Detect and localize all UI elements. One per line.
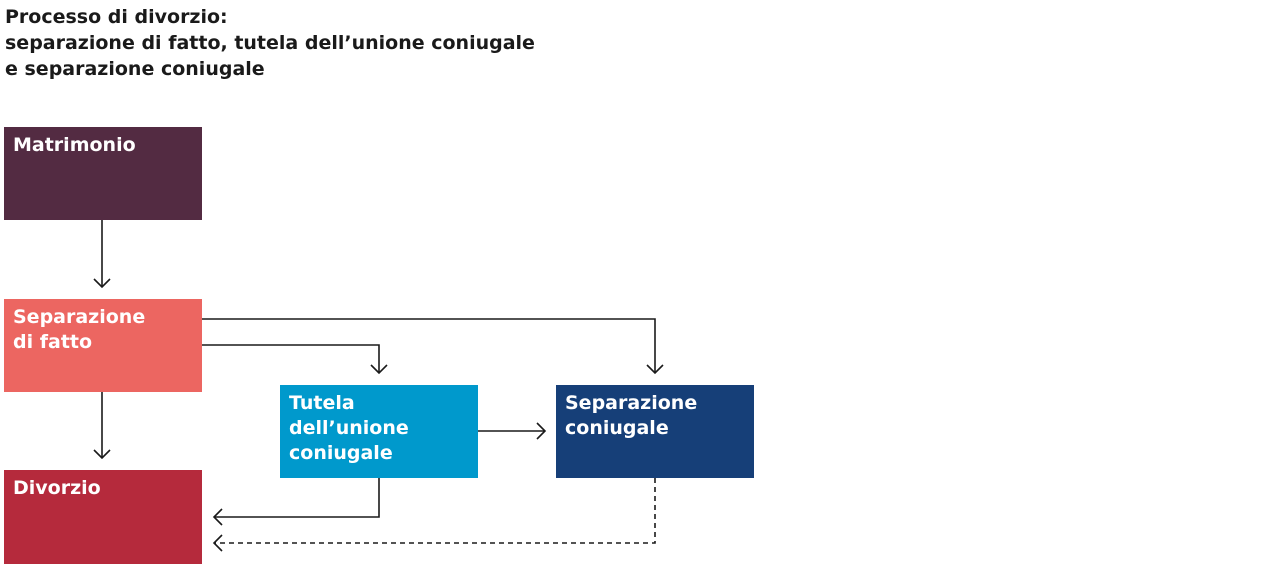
arrowhead-separazione-di-fatto-to-divorzio <box>93 449 111 460</box>
diagram-title: Processo di divorzio: separazione di fat… <box>5 4 535 82</box>
arrowhead-separazione-coniugale-to-divorzio <box>212 534 223 552</box>
title-line-1: Processo di divorzio: <box>5 6 228 28</box>
node-matrimonio-label: Matrimonio <box>13 134 136 156</box>
node-tutela-unione-coniugale: Tutela dell’unione coniugale <box>280 385 478 478</box>
node-separazione-di-fatto-label-2: di fatto <box>13 331 93 353</box>
node-tutela-label-1: Tutela <box>289 392 355 414</box>
edge-separazione-di-fatto-to-separazione-coniugale <box>202 318 656 373</box>
title-line-3: e separazione coniugale <box>5 58 265 80</box>
arrowhead-tutela-to-separazione-coniugale <box>536 422 547 440</box>
arrowhead-separazione-di-fatto-to-separazione-coniugale <box>646 364 664 375</box>
node-separazione-coniugale-label-2: coniugale <box>565 417 669 439</box>
node-separazione-coniugale: Separazione coniugale <box>556 385 754 478</box>
node-separazione-di-fatto: Separazione di fatto <box>4 299 202 392</box>
node-tutela-label-2: dell’unione <box>289 417 409 439</box>
node-matrimonio: Matrimonio <box>4 127 202 220</box>
node-separazione-coniugale-label-1: Separazione <box>565 392 698 414</box>
node-separazione-di-fatto-label-1: Separazione <box>13 306 146 328</box>
edge-tutela-to-divorzio <box>214 478 380 518</box>
arrowhead-tutela-to-divorzio <box>212 508 223 526</box>
node-tutela-label-3: coniugale <box>289 442 393 464</box>
node-divorzio: Divorzio <box>4 470 202 564</box>
node-divorzio-label: Divorzio <box>13 477 101 499</box>
arrowhead-matrimonio-to-separazione-di-fatto <box>93 278 111 289</box>
arrowhead-separazione-di-fatto-to-tutela <box>370 364 388 375</box>
title-line-2: separazione di fatto, tutela dell’unione… <box>5 32 535 54</box>
edge-separazione-coniugale-to-divorzio <box>214 478 656 544</box>
edge-separazione-di-fatto-to-tutela <box>202 344 380 373</box>
